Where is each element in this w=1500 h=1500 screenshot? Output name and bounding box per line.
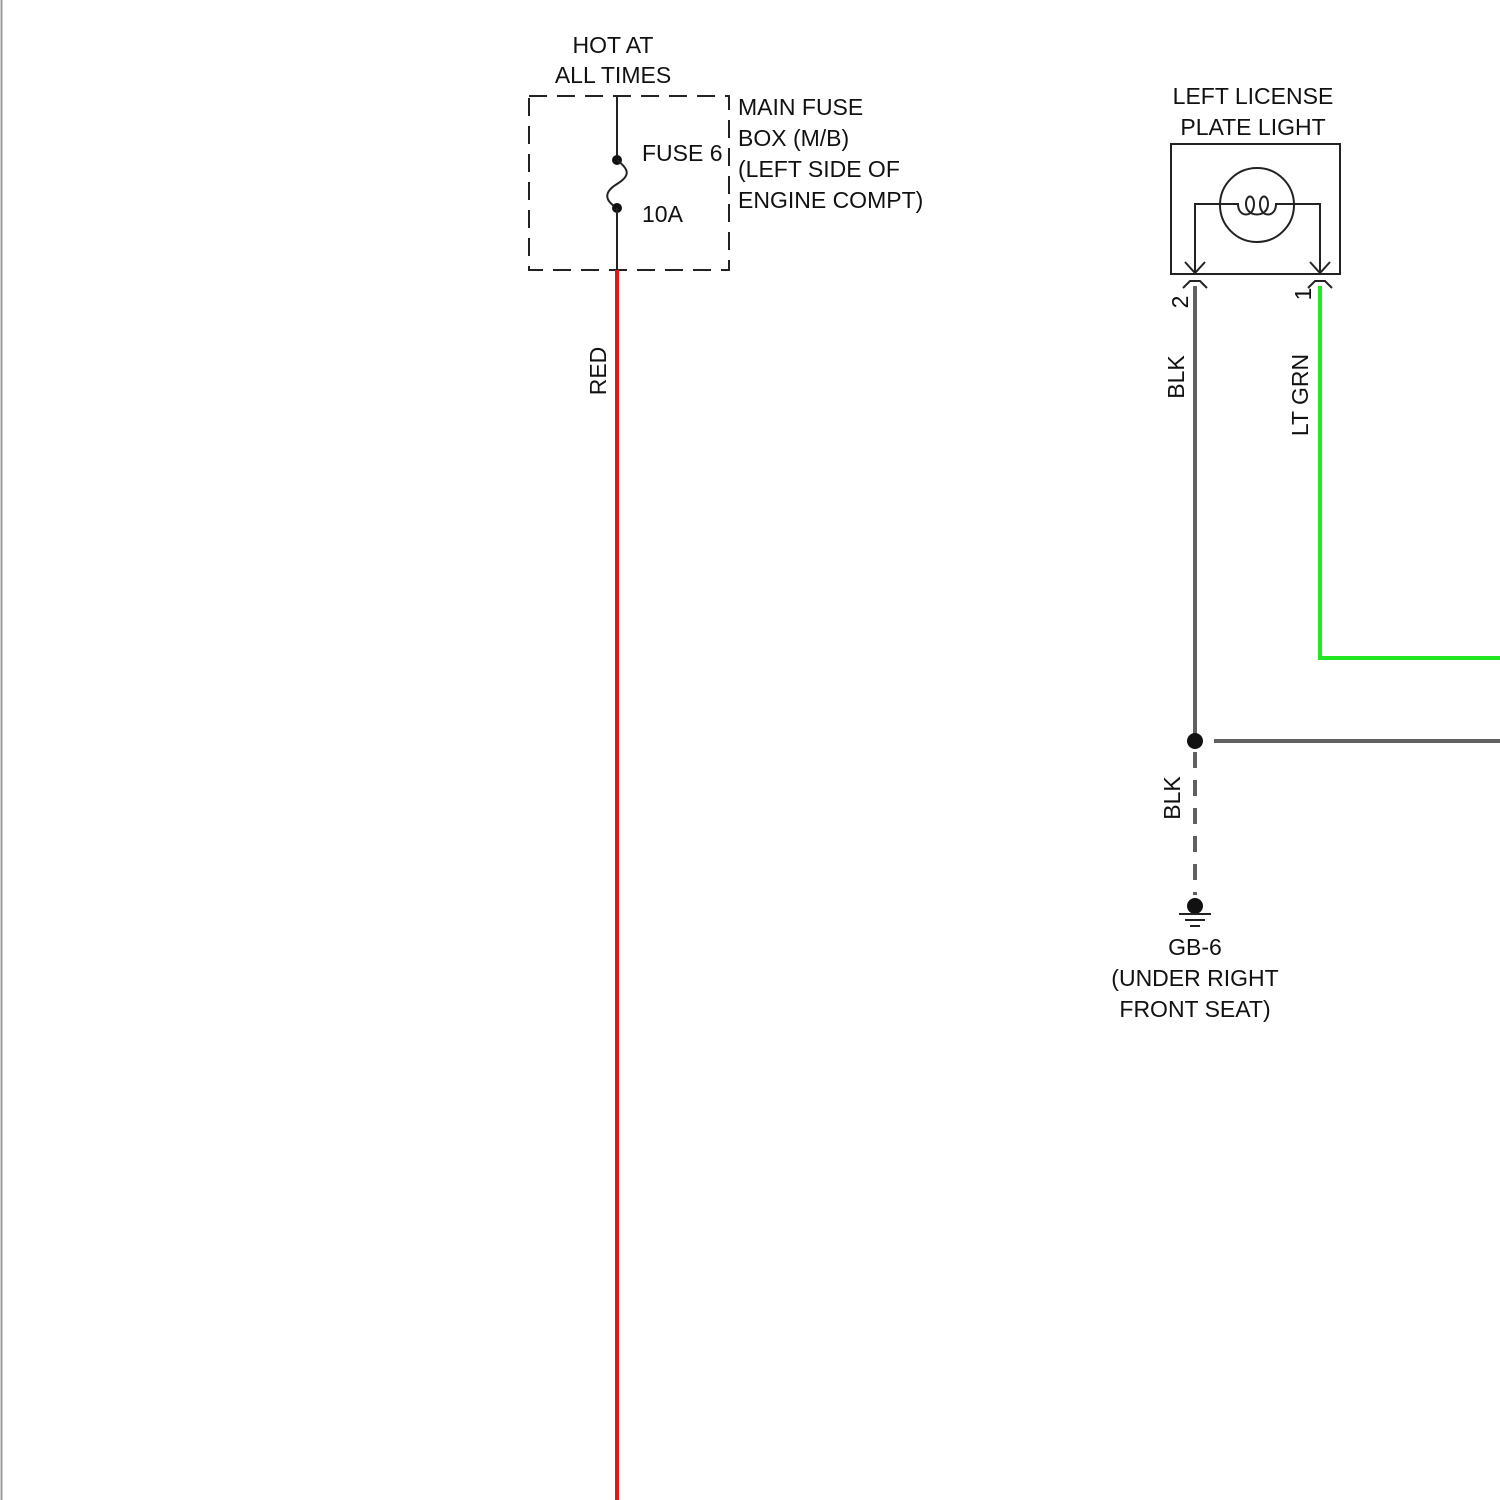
license-light-name-line1: LEFT LICENSE xyxy=(1173,83,1334,109)
ground-location-line2: FRONT SEAT) xyxy=(1119,996,1270,1022)
ground-point xyxy=(1187,898,1203,914)
connector-pin-1-label: 1 xyxy=(1290,288,1316,301)
license-light-housing xyxy=(1171,144,1340,274)
fuse-rating: 10A xyxy=(642,201,684,227)
main-fuse-box: HOT AT ALL TIMES FUSE 6 10A MAIN FUSE BO… xyxy=(529,32,923,270)
power-source-label-line2: ALL TIMES xyxy=(555,62,671,88)
bulb-lead-right xyxy=(1294,204,1320,272)
red-wire-label: RED xyxy=(585,347,611,396)
power-source-label-line1: HOT AT xyxy=(573,32,654,58)
fuse-box-dashed-outline xyxy=(529,96,729,270)
blk-wire-upper-label: BLK xyxy=(1163,355,1189,399)
ground-id-label: GB-6 xyxy=(1168,934,1222,960)
ground-gb-6: GB-6 (UNDER RIGHT FRONT SEAT) xyxy=(1111,898,1278,1022)
fuse-box-location-line1: (LEFT SIDE OF xyxy=(738,156,900,182)
fuse-element-icon xyxy=(607,160,627,208)
fuse-box-name-line1: MAIN FUSE xyxy=(738,94,863,120)
fuse-box-location-line2: ENGINE COMPT) xyxy=(738,187,923,213)
left-license-plate-light: LEFT LICENSE PLATE LIGHT 2 1 xyxy=(1167,83,1340,308)
connector-pin-2-label: 2 xyxy=(1167,296,1193,309)
bulb-filament-icon xyxy=(1220,197,1294,215)
lt-grn-wire-label: LT GRN xyxy=(1287,354,1313,436)
license-light-name-line2: PLATE LIGHT xyxy=(1180,114,1325,140)
bulb-lead-left xyxy=(1195,204,1220,272)
fuse-box-name-line2: BOX (M/B) xyxy=(738,125,849,151)
splice-junction xyxy=(1187,733,1203,749)
blk-wire-lower-label: BLK xyxy=(1159,776,1185,820)
fuse-name: FUSE 6 xyxy=(642,140,723,166)
ground-location-line1: (UNDER RIGHT xyxy=(1111,965,1278,991)
lt-grn-wire xyxy=(1320,286,1500,658)
